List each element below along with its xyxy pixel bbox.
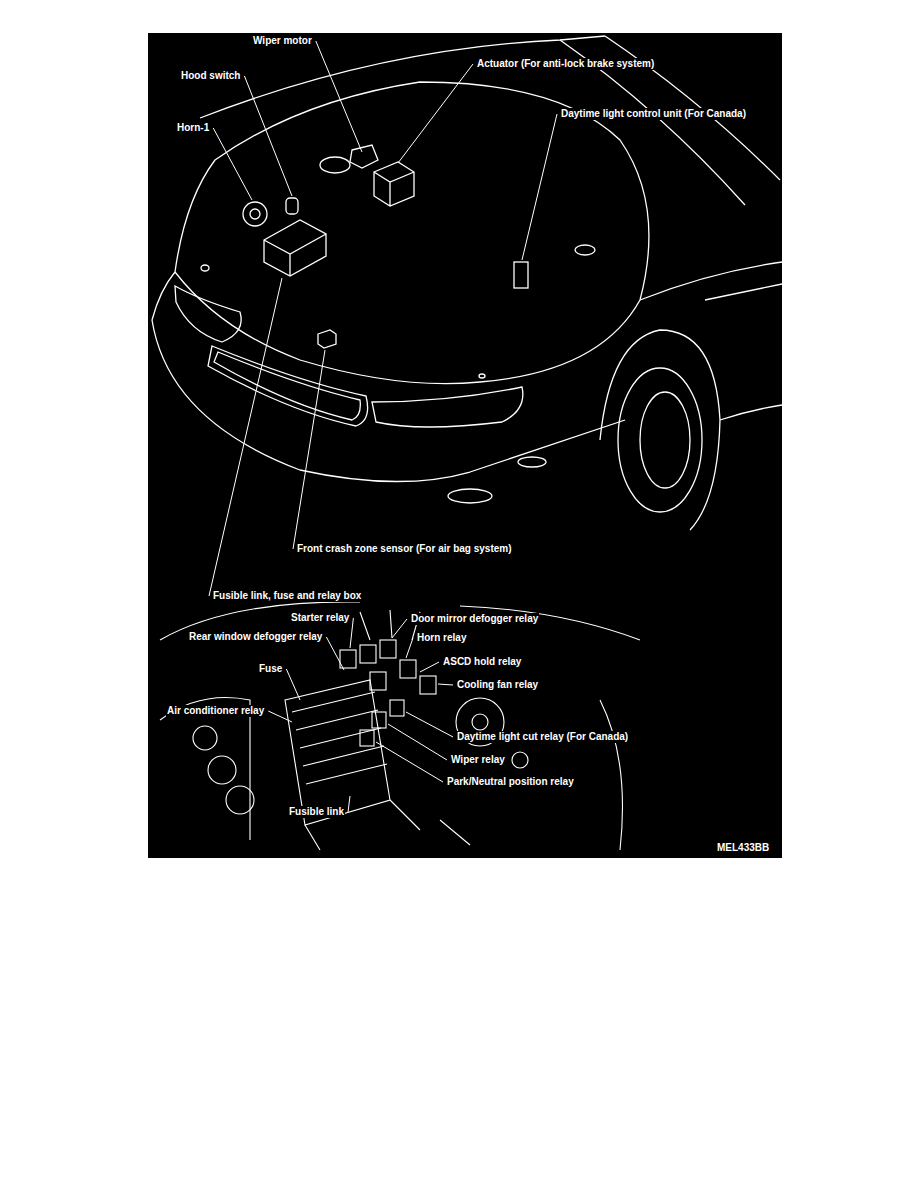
leader-line — [348, 796, 350, 812]
cowl-line — [200, 36, 605, 118]
car-body — [152, 36, 782, 530]
relay — [370, 672, 386, 690]
part-label: Daytime light control unit (For Canada) — [560, 108, 747, 120]
filler-cap — [320, 157, 350, 173]
leader-line — [522, 114, 557, 260]
wheel-hub — [640, 392, 690, 488]
hood-outline — [175, 82, 649, 384]
body-edge — [440, 700, 623, 850]
part-label: Starter relay — [290, 612, 350, 624]
fuse-block — [285, 680, 390, 825]
part-label: Fusible link — [288, 806, 345, 818]
abs-actuator — [374, 162, 414, 206]
part-label: Horn relay — [416, 632, 467, 644]
relay — [400, 660, 416, 678]
leader-line — [326, 637, 344, 670]
connector — [512, 752, 528, 768]
horn-center — [250, 209, 260, 219]
grille-inner — [214, 352, 360, 420]
leader-line — [406, 638, 413, 658]
leader-line — [398, 64, 473, 163]
part-label: Actuator (For anti-lock brake system) — [476, 58, 655, 70]
relay — [380, 640, 396, 658]
part-label: Wiper relay — [450, 754, 506, 766]
part-label: Rear window defogger relay — [188, 631, 323, 643]
part-label: ASCD hold relay — [442, 656, 522, 668]
strut-top — [575, 245, 595, 255]
battery-cap — [208, 756, 236, 784]
black-ground — [148, 33, 782, 858]
grille — [208, 346, 368, 426]
headlight — [372, 387, 523, 427]
relay — [340, 650, 356, 668]
relay — [360, 645, 376, 663]
leader-line — [293, 350, 325, 549]
relay — [372, 712, 386, 728]
side-marker — [518, 457, 546, 467]
body-line — [720, 405, 782, 420]
leader-line — [438, 684, 453, 685]
part-label: Horn-1 — [176, 122, 210, 134]
corner-line — [152, 272, 175, 320]
bumper — [152, 320, 625, 482]
part-label: Front crash zone sensor (For air bag sys… — [296, 543, 513, 555]
hood-switch — [286, 198, 298, 214]
part-label: Hood switch — [180, 70, 241, 82]
wiper-motor — [350, 145, 378, 168]
body-line — [705, 284, 782, 300]
relay-box-inset — [160, 602, 640, 850]
bolt — [201, 265, 209, 271]
strut-tower — [472, 714, 488, 730]
battery-edge — [160, 698, 250, 841]
part-label: Door mirror defogger relay — [410, 613, 539, 625]
part-label: Daytime light cut relay (For Canada) — [456, 731, 629, 743]
headlight — [175, 286, 241, 342]
wheel-arch — [600, 330, 720, 530]
leader-line — [392, 619, 407, 638]
fog-lamp — [448, 489, 492, 503]
relay — [360, 730, 374, 746]
leader-line — [286, 669, 300, 700]
leader-line — [244, 76, 292, 196]
part-label: Air conditioner relay — [166, 705, 265, 717]
figure-code: MEL433BB — [716, 842, 770, 854]
bolt — [479, 374, 485, 378]
fuse-rows — [292, 692, 387, 784]
part-label: Cooling fan relay — [456, 679, 539, 691]
part-label: Fuse — [258, 663, 283, 675]
crash-sensor — [318, 330, 336, 348]
leader-line — [316, 41, 362, 152]
wheel — [618, 368, 702, 512]
part-label: Wiper motor — [252, 35, 313, 47]
leader-line — [209, 278, 282, 596]
part-label: Park/Neutral position relay — [446, 776, 575, 788]
leader-line — [268, 711, 292, 722]
daytime-unit — [514, 262, 528, 288]
battery-cap — [193, 726, 217, 750]
relay — [420, 676, 436, 694]
components — [243, 145, 528, 348]
leader-line — [350, 618, 353, 648]
horn — [243, 202, 267, 226]
relay-box — [264, 220, 326, 276]
leader-line — [376, 742, 443, 782]
part-label: Fusible link, fuse and relay box — [212, 590, 362, 602]
relay — [390, 700, 404, 716]
body-line — [640, 262, 782, 300]
leader-line — [406, 712, 453, 737]
leader-line — [213, 128, 252, 200]
leader-line — [420, 662, 439, 672]
